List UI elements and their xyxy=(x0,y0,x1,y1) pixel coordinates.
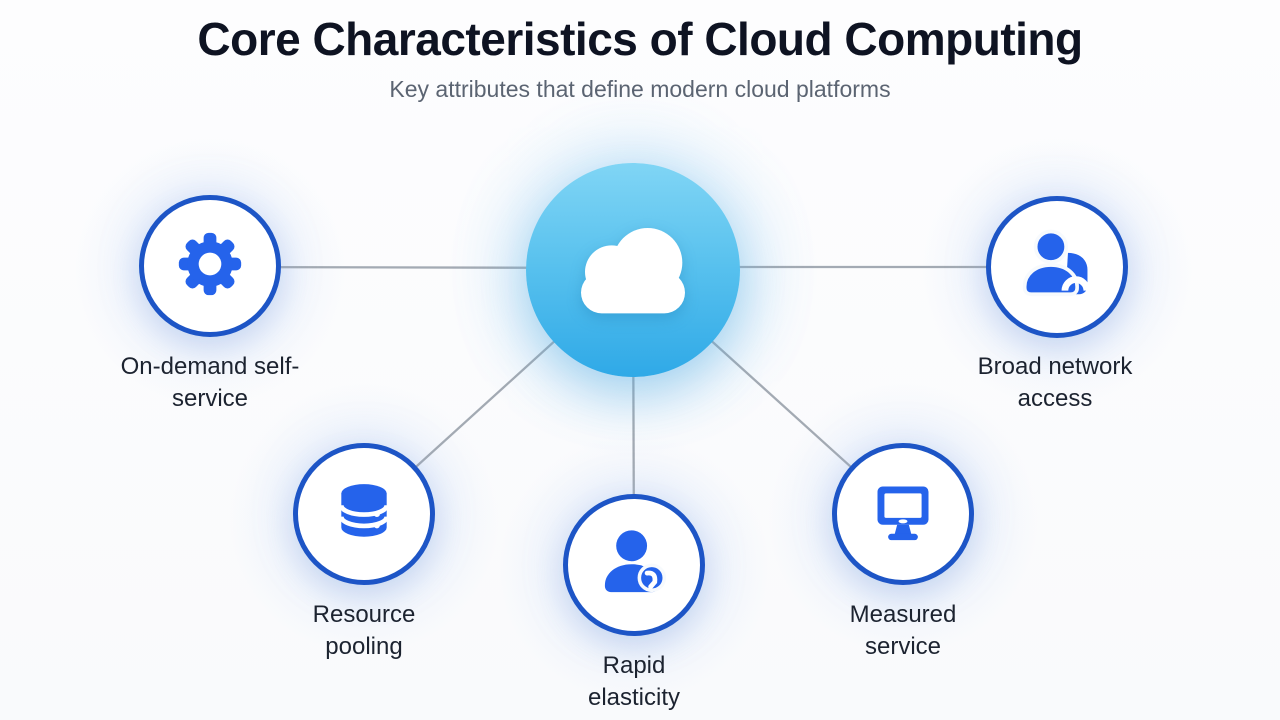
node-label: Resource pooling xyxy=(312,601,416,660)
node-on-demand-self-service xyxy=(139,195,281,337)
node-label: Broad network access xyxy=(977,353,1133,412)
node-circle xyxy=(293,443,435,585)
page-title: Core Characteristics of Cloud Computing xyxy=(197,13,1083,65)
cloud-icon xyxy=(553,214,713,327)
monitor-icon xyxy=(869,478,937,551)
central-hub xyxy=(526,163,740,377)
user-network-icon xyxy=(1018,226,1096,309)
user-elasticity-icon xyxy=(596,525,672,606)
node-circle xyxy=(832,443,974,585)
node-rapid-elasticity xyxy=(563,494,705,636)
node-measured-service xyxy=(832,443,974,585)
node-label: Rapid elasticity xyxy=(587,652,681,711)
page-subtitle: Key attributes that define modern cloud … xyxy=(389,76,891,102)
database-icon xyxy=(331,479,397,550)
gear-icon xyxy=(176,230,244,303)
node-circle xyxy=(563,494,705,636)
node-broad-network-access xyxy=(986,196,1128,338)
node-resource-pooling xyxy=(293,443,435,585)
node-label: Measured service xyxy=(849,601,957,660)
node-circle xyxy=(139,195,281,337)
node-circle xyxy=(986,196,1128,338)
header: Core Characteristics of Cloud Computing … xyxy=(0,0,1280,103)
node-label: On-demand self-service xyxy=(120,353,300,412)
